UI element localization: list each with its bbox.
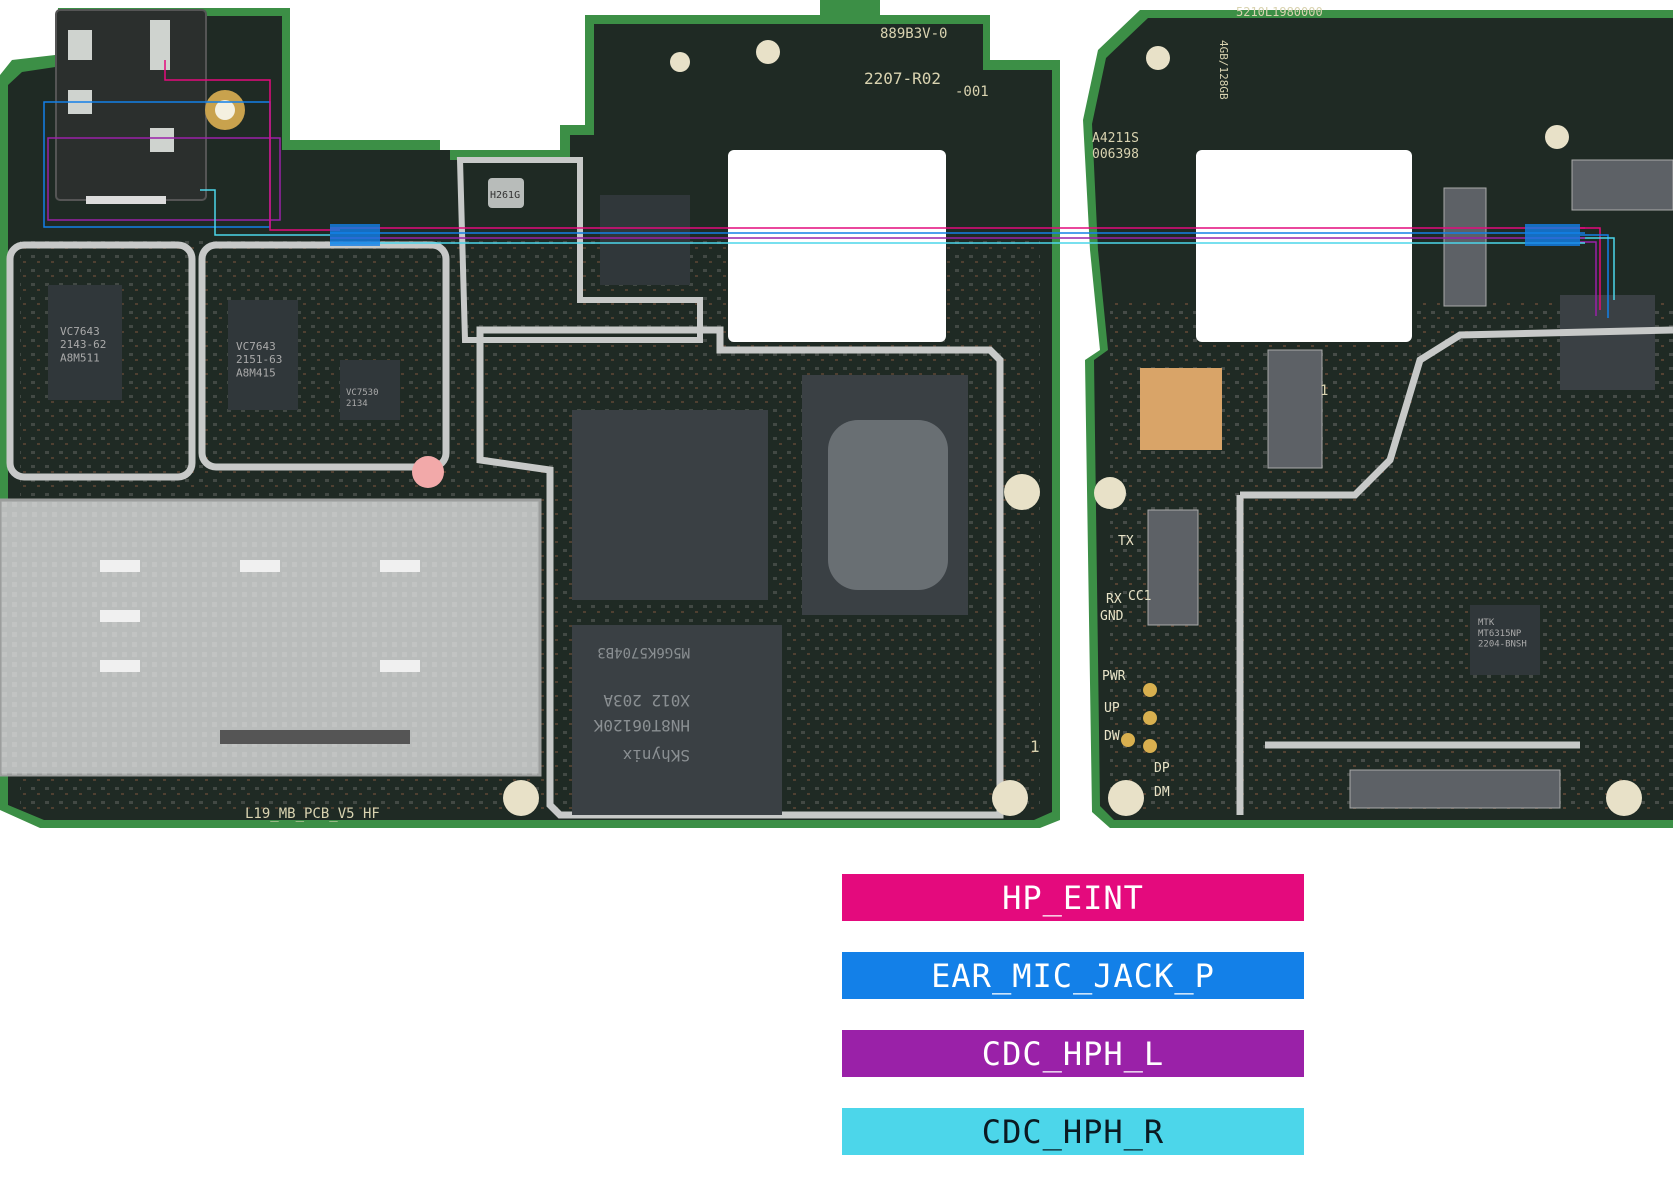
- chip-ram-code: HN8T06120K: [593, 716, 690, 735]
- trace-box-cdc-l: [47, 137, 281, 221]
- trace-hp-eint-right: [1580, 227, 1601, 310]
- connector-fpc: [1267, 349, 1323, 469]
- chip-ram-code-3: M5G6K5704B3: [597, 644, 690, 660]
- shield-can-right: [1236, 326, 1673, 815]
- sim-contact: [100, 560, 140, 572]
- audio-jack-contact: [150, 128, 174, 152]
- sim-slot: [220, 730, 410, 744]
- pcb-marking-rev: 2207-R02: [864, 69, 941, 88]
- pad-label-dp: DP: [1154, 761, 1170, 776]
- pcb-marking-id: A4211S: [1092, 131, 1139, 146]
- screw-hole: [1545, 125, 1569, 149]
- chip-pa-1: [48, 285, 122, 400]
- screw-hole: [992, 780, 1028, 816]
- chip-pa-3: [340, 360, 400, 420]
- camera-cutout: [728, 150, 946, 342]
- audio-jack-contact: [68, 30, 92, 60]
- pad-label-dm: DM: [1154, 785, 1170, 800]
- chip-ram-code-2: X012 203A: [603, 691, 690, 710]
- screw-hole: [670, 52, 690, 72]
- trace-cdc-r: [200, 189, 330, 236]
- pcb-marking-top: 889B3V-0: [880, 26, 947, 42]
- chip-ram-brand: SKhynix: [622, 746, 690, 765]
- signal-bus: [330, 224, 1585, 246]
- chip-ram: [572, 625, 782, 815]
- shield-can-main: [476, 326, 1004, 819]
- legend-cdc-hph-l: CDC_HPH_L: [842, 1030, 1304, 1077]
- legend-cdc-hph-r: CDC_HPH_R: [842, 1108, 1304, 1155]
- sim-contact: [100, 660, 140, 672]
- test-pad: [1143, 739, 1157, 753]
- mini-label-left: [330, 224, 380, 246]
- test-pad: [1143, 683, 1157, 697]
- trace-hp-eint: [164, 60, 340, 231]
- screw-hole: [503, 780, 539, 816]
- screw-hole-center: [215, 100, 235, 120]
- pad-label-up: UP: [1104, 701, 1120, 716]
- connector-fpc: [1571, 159, 1673, 211]
- pcb-marking-rev-2: -001: [955, 84, 989, 100]
- screw-hole: [1108, 780, 1144, 816]
- pad-label-rx: RX: [1106, 592, 1122, 607]
- chip-crystal-label: H261G: [490, 190, 520, 201]
- pin1-marker: 1: [1030, 737, 1040, 756]
- screw-hole: [1606, 780, 1642, 816]
- chip-pmic: [600, 195, 690, 285]
- pcb-marking-id-2: 006398: [1092, 147, 1139, 162]
- pad-label-cc1: CC1: [1128, 589, 1151, 604]
- sim-contact: [100, 610, 140, 622]
- screw-hole: [1146, 46, 1170, 70]
- connector-fpc: [1443, 187, 1487, 307]
- connector-cc: [1147, 509, 1199, 626]
- legend-hp-eint: HP_EINT: [842, 874, 1304, 921]
- sim-contact: [380, 560, 420, 572]
- legend-ear-mic-jack-p: EAR_MIC_JACK_P: [842, 952, 1304, 999]
- screw-hole: [756, 40, 780, 64]
- camera-cutout: [1196, 150, 1412, 342]
- pad-label-tx: TX: [1118, 534, 1134, 549]
- pcb-marking-top: 5210L1980000: [1236, 5, 1323, 19]
- pad-label-pwr: PWR: [1102, 669, 1126, 684]
- shield-can: [456, 157, 703, 343]
- chip-crystal: [488, 178, 524, 208]
- sim-contact: [240, 560, 280, 572]
- connector-fpc: [1349, 769, 1561, 809]
- chip-mtk: [1470, 605, 1540, 675]
- chip-pa-2: [228, 300, 298, 410]
- pad-label-gnd: GND: [1100, 609, 1124, 624]
- mini-label-right: [1525, 224, 1580, 246]
- pin1-marker: 1: [1320, 383, 1328, 399]
- trace-cdc-r-right: [1580, 237, 1615, 300]
- pcb-marking-ram: 4GB/128GB: [1217, 40, 1230, 100]
- sim-contact: [380, 660, 420, 672]
- chip-emmc-paste: [828, 420, 948, 590]
- pcb-marking: L19_MB_PCB_V5 HF: [245, 806, 380, 822]
- trace-ear-mic-right: [1580, 234, 1609, 318]
- screw-hole: [1004, 474, 1040, 510]
- shield-can: [6, 241, 196, 481]
- test-pad: [1143, 711, 1157, 725]
- chip-cpu: [572, 410, 768, 600]
- screw-hole: [412, 456, 444, 488]
- sim-tray-grid: [0, 500, 540, 775]
- audio-jack-contact: [150, 20, 170, 70]
- screw-hole: [1094, 477, 1126, 509]
- trace-cdc-l-right: [1580, 241, 1597, 316]
- pad-label-dw: DW: [1104, 729, 1120, 744]
- test-pad: [1121, 733, 1135, 747]
- audio-jack-slot: [86, 196, 166, 204]
- copper-pad: [1140, 368, 1222, 450]
- shield-can: [198, 241, 450, 471]
